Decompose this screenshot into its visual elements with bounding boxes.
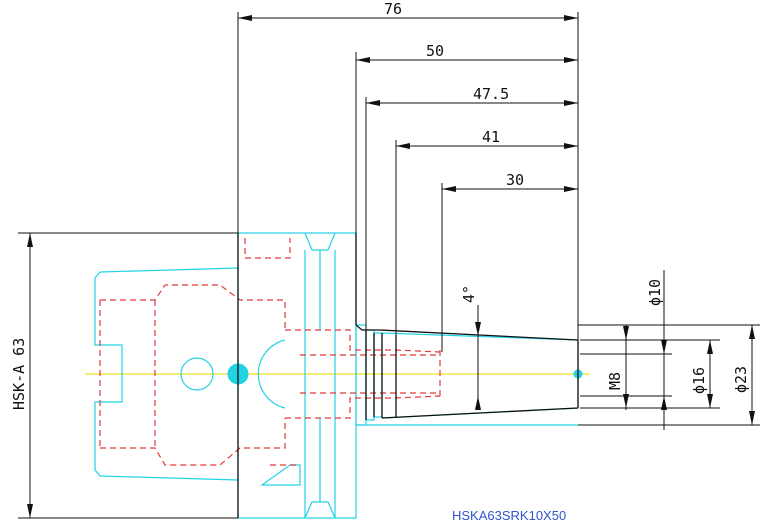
dim-hsk-label: HSK-A 63: [10, 338, 28, 410]
dim-phi23-label: ϕ23: [732, 366, 750, 393]
dim-76-label: 76: [384, 0, 402, 18]
dim-47-5-label: 47.5: [473, 85, 509, 103]
drawing-edges: [237, 233, 579, 518]
dim-phi16-label: ϕ16: [690, 367, 708, 394]
dim-m8-label: M8: [606, 372, 624, 390]
tool-outline: [94, 232, 583, 519]
dim-30-label: 30: [506, 171, 524, 189]
part-number-caption: HSKA63SRK10X50: [452, 508, 566, 523]
taper-angle-label: 4°: [460, 285, 478, 303]
dim-phi10-label: ϕ10: [646, 279, 664, 306]
dimensions: [18, 12, 760, 519]
hidden-lines: [99, 238, 441, 466]
dim-50-label: 50: [426, 42, 444, 60]
dim-41-label: 41: [482, 128, 500, 146]
